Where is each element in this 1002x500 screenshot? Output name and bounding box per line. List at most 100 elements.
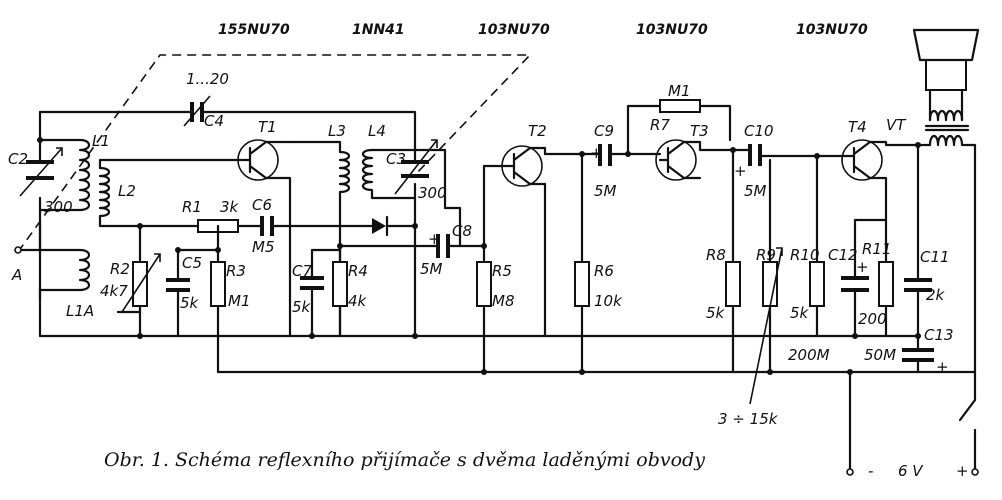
r6-label: R6 [594,262,614,280]
c10-label: C10 [744,122,774,140]
c2-capacitor [26,160,54,180]
c5-label: C5 [182,254,202,272]
c7-label: C7 [292,262,312,280]
c9-value-label: 5M [594,182,617,200]
r1-value-label: 3k [220,198,240,216]
positive-terminal [971,468,979,476]
r8-resistor [725,261,741,307]
r11-resistor [878,261,894,307]
c12-polarity: + [856,258,869,276]
r6-value-label: 10k [594,292,623,310]
l1-label: L1 [92,132,110,150]
c8-value-label: 5M [420,260,443,278]
c10-value-label: 5M [744,182,767,200]
r8-label: R8 [706,246,726,264]
r3-resistor [210,261,226,307]
c4-value-label: 1...20 [186,70,229,88]
c7-value-label: 5k [292,298,312,316]
l2-coil [98,166,142,228]
r1-label: R1 [182,198,202,216]
l1a-label: L1A [66,302,94,320]
t3-transistor [655,139,697,181]
t1-transistor [237,139,279,181]
t1-label: T1 [258,118,277,136]
c4-label: C4 [204,112,224,130]
r9-variable-arrow [749,247,783,405]
t3-leads [658,140,750,180]
c6-value-label: M5 [252,238,275,256]
supply-voltage-label: 6 V [898,462,924,480]
r9-range-label: 3 ÷ 15k [718,410,779,428]
t1-leads [238,140,292,338]
r3-value-label: M1 [228,292,251,310]
speaker-magnet [925,59,967,91]
c13-polarity: + [936,358,949,376]
c12-value-label: 200M [788,346,830,364]
t4-transistor [841,139,883,181]
antenna-label: A [11,266,22,284]
l3-label: L3 [328,122,346,140]
vt-core [924,124,970,132]
c2-label: C2 [8,150,28,168]
r7-leads [626,104,732,156]
c10-capacitor [748,144,762,166]
l2-label: L2 [118,182,136,200]
diode-symbol [372,218,386,234]
t4-leads [848,140,920,222]
c7-leads [310,248,342,338]
r8-value-label: 5k [706,304,726,322]
power-switch [958,398,977,422]
t2-leads [482,146,547,186]
c9-polarity: + [590,144,603,162]
vt-label: VT [886,116,907,134]
t1-type-label: 155NU70 [218,22,290,38]
c4-trimmer-arrow [183,95,211,127]
r6-resistor [574,261,590,307]
c13-capacitor [902,348,934,362]
antenna-terminal [14,246,22,254]
diode-cathode [385,215,417,237]
t4-type-label: 103NU70 [796,22,868,38]
c7-capacitor [300,276,324,290]
l1a-coil [38,248,91,338]
r7-value-label: M1 [668,82,691,100]
c12-leads [853,218,888,338]
r10-resistor [809,261,825,307]
r10-label: R10 [790,246,820,264]
r5-value-label: M8 [492,292,515,310]
r11-value-label: 200 [858,310,887,328]
l4-coil [361,148,417,200]
c3-capacitor [401,160,429,178]
r2-value-label: 4k7 [100,282,128,300]
r5-resistor [476,261,492,307]
diode-type-label: 1NN41 [352,22,405,38]
c11-value-label: 2k [926,286,946,304]
r11-label: R11 [862,240,892,258]
r9-label: R9 [756,246,776,264]
r7-label: R7 [650,116,670,134]
l1-coil [38,138,91,212]
t3-type-label: 103NU70 [636,22,708,38]
speaker-cone [912,28,980,62]
l4-label: L4 [368,122,386,140]
t2-type-label: 103NU70 [478,22,550,38]
c3-to-c8-wire [413,148,462,248]
c9-label: C9 [594,122,614,140]
c11-capacitor [904,278,932,292]
c2-value-label: 300 [44,198,73,216]
c13-value-label: 50M [864,346,896,364]
c5-value-label: 5k [180,294,200,312]
r3-label: R3 [226,262,246,280]
c12-label: C12 [828,246,858,264]
negative-terminal [846,468,854,476]
t3-label: T3 [690,122,709,140]
t4-label: T4 [848,118,867,136]
r4-value-label: 4k [348,292,368,310]
r4-resistor [332,261,348,307]
c3-value-label: 300 [418,184,447,202]
speaker-leads [928,88,964,122]
c3-label: C3 [386,150,406,168]
supply-minus-label: - [868,462,873,480]
r5-label: R5 [492,262,512,280]
